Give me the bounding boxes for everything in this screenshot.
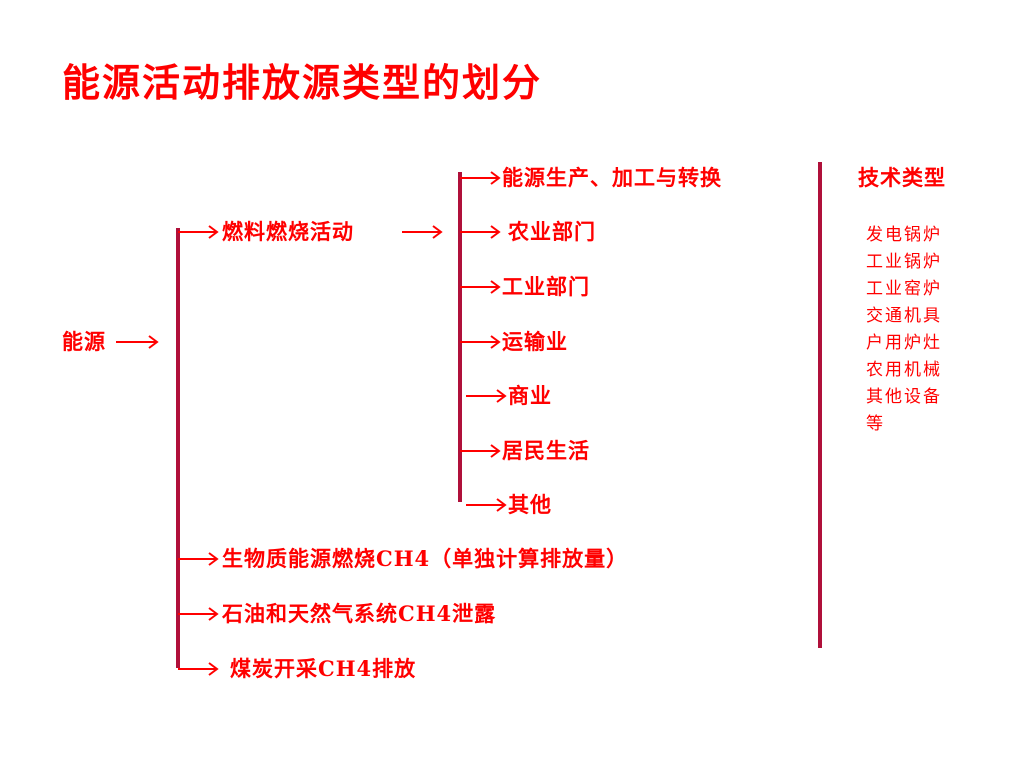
coal-label: 煤炭开采CH4排放 bbox=[230, 656, 417, 681]
tech-item: 工业锅炉 bbox=[866, 252, 942, 272]
sector-arrow-icon bbox=[460, 222, 502, 242]
tech-divider-bar bbox=[818, 162, 822, 648]
coal-arrow-icon bbox=[178, 659, 220, 679]
sector-arrow-icon bbox=[460, 332, 502, 352]
tech-list: 发电锅炉 工业锅炉 工业窑炉 交通机具 户用炉灶 农用机械 其他设备 等 bbox=[866, 222, 942, 438]
tech-heading: 技术类型 bbox=[858, 165, 946, 190]
sector-arrow-icon bbox=[466, 386, 508, 406]
tech-item: 发电锅炉 bbox=[866, 225, 942, 245]
sector-arrow-icon bbox=[460, 277, 502, 297]
sector-vertical-bar bbox=[458, 172, 462, 502]
tech-item: 其他设备 bbox=[866, 387, 942, 407]
sector-label-agriculture: 农业部门 bbox=[508, 219, 596, 244]
level1-vertical-bar bbox=[176, 228, 180, 668]
tech-item: 工业窑炉 bbox=[866, 279, 942, 299]
biomass-arrow-icon bbox=[178, 549, 220, 569]
root-label: 能源 bbox=[62, 329, 106, 354]
oil-gas-arrow-icon bbox=[178, 604, 220, 624]
page-title: 能源活动排放源类型的划分 bbox=[62, 60, 543, 105]
root-arrow-icon bbox=[116, 332, 160, 352]
sector-arrow-icon bbox=[460, 168, 502, 188]
sector-arrow-icon bbox=[460, 441, 502, 461]
fuel-combustion-arrow-icon bbox=[178, 222, 220, 242]
sector-label-other: 其他 bbox=[508, 492, 552, 517]
oil-gas-label: 石油和天然气系统CH4泄露 bbox=[222, 601, 497, 626]
sector-label-energy: 能源生产、加工与转换 bbox=[502, 165, 722, 190]
sector-label-commerce: 商业 bbox=[508, 383, 552, 408]
fuel-to-sectors-arrow-icon bbox=[402, 222, 444, 242]
biomass-label: 生物质能源燃烧CH4（单独计算排放量） bbox=[222, 546, 629, 571]
sector-arrow-icon bbox=[466, 495, 508, 515]
sector-label-industry: 工业部门 bbox=[502, 274, 590, 299]
tech-item: 交通机具 bbox=[866, 306, 942, 326]
sector-label-transport: 运输业 bbox=[502, 329, 568, 354]
tech-item: 户用炉灶 bbox=[866, 333, 942, 353]
tech-item: 等 bbox=[866, 414, 885, 434]
sector-label-residential: 居民生活 bbox=[502, 438, 590, 463]
tech-item: 农用机械 bbox=[866, 360, 942, 380]
fuel-combustion-label: 燃料燃烧活动 bbox=[222, 219, 354, 244]
